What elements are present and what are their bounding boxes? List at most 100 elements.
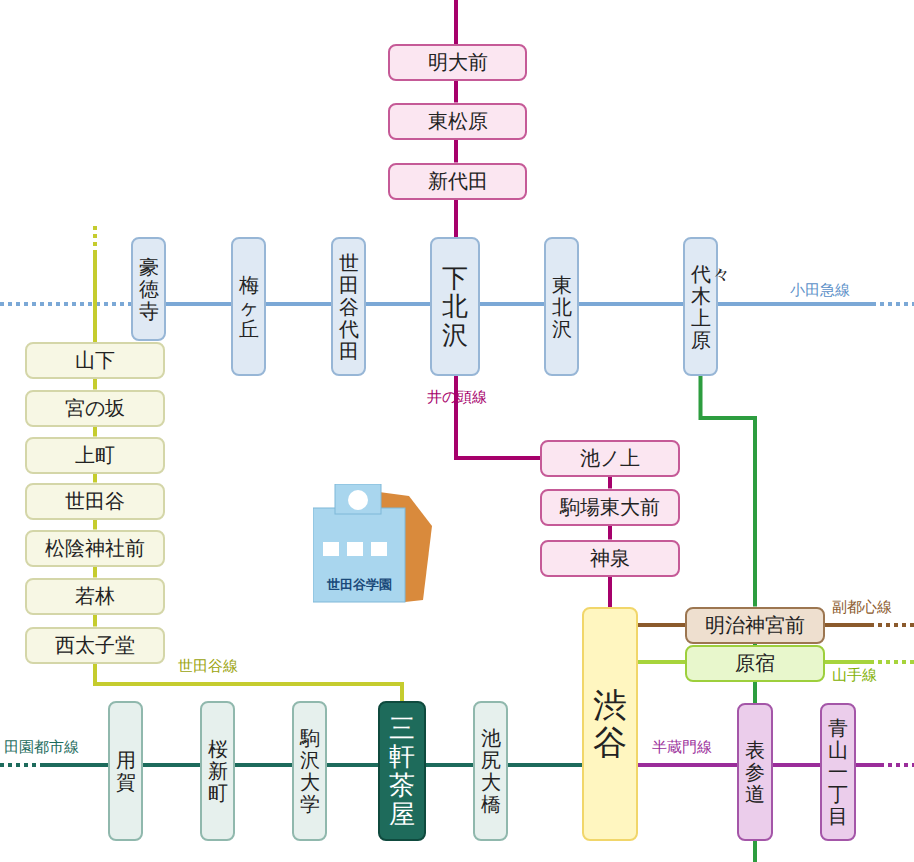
school-building: 世田谷学園 bbox=[313, 484, 433, 604]
station-name: 池ノ上 bbox=[580, 445, 640, 472]
building-tower bbox=[335, 484, 381, 514]
station-name: 世田谷代田 bbox=[339, 252, 359, 362]
station-box: 宮の坂 bbox=[25, 390, 165, 427]
rail-line bbox=[93, 474, 97, 483]
odakyu-extension bbox=[872, 302, 914, 306]
station-box: 三軒茶屋 bbox=[378, 701, 426, 841]
rail-line bbox=[166, 302, 231, 306]
fukutoshin-extension bbox=[823, 623, 870, 627]
setagaya-extension bbox=[93, 226, 97, 250]
rail-line bbox=[638, 623, 685, 627]
station-name: 上町 bbox=[75, 442, 115, 469]
station-box: 表参道 bbox=[737, 703, 773, 841]
station-box: 西太子堂 bbox=[25, 627, 165, 664]
yamanote-extension bbox=[823, 660, 870, 664]
station-name: 松陰神社前 bbox=[45, 535, 145, 562]
rail-line bbox=[579, 302, 683, 306]
fukutoshin-extension bbox=[870, 623, 914, 627]
station-box: 駒沢大学 bbox=[292, 701, 327, 841]
station-box: 東北沢 bbox=[544, 237, 579, 376]
station-name: 三軒茶屋 bbox=[389, 714, 415, 828]
building-window bbox=[371, 542, 387, 556]
station-box: 明治神宮前 bbox=[685, 607, 825, 644]
rail-line bbox=[93, 615, 97, 627]
yamanote-extension bbox=[870, 660, 914, 664]
line-name: 世田谷線 bbox=[176, 657, 240, 675]
rail-line bbox=[608, 526, 612, 540]
building-window bbox=[347, 542, 363, 556]
rail-line bbox=[638, 763, 737, 767]
station-box: 新代田 bbox=[388, 163, 527, 200]
rail-line bbox=[266, 302, 331, 306]
station-box: 上町 bbox=[25, 437, 165, 474]
denentoshi-extension bbox=[0, 763, 40, 767]
station-box: 代々木上原 bbox=[683, 237, 718, 376]
station-box: 松陰神社前 bbox=[25, 530, 165, 567]
station-box: 神泉 bbox=[540, 540, 680, 577]
rail-line bbox=[480, 302, 544, 306]
line-name: 田園都市線 bbox=[2, 738, 81, 756]
rail-line bbox=[93, 427, 97, 437]
station-box: 豪徳寺 bbox=[131, 237, 166, 341]
station-name: 駒場東大前 bbox=[560, 494, 660, 521]
hanzomon-extension bbox=[880, 763, 914, 767]
rail-line bbox=[454, 140, 458, 163]
rail-line bbox=[95, 664, 402, 702]
station-name: 用賀 bbox=[116, 749, 136, 793]
rail-line bbox=[638, 660, 685, 664]
station-name: 駒沢大学 bbox=[300, 727, 320, 815]
station-name: 表参道 bbox=[745, 739, 765, 805]
rail-line bbox=[93, 567, 97, 578]
odakyu-extension bbox=[0, 302, 133, 306]
station-name: 山下 bbox=[75, 347, 115, 374]
station-box: 原宿 bbox=[685, 645, 825, 682]
line-name: 小田急線 bbox=[788, 281, 852, 299]
station-name: 東北沢 bbox=[552, 274, 572, 340]
station-name: 梅ヶ丘 bbox=[239, 274, 259, 340]
station-name: 豪徳寺 bbox=[139, 256, 159, 322]
station-name: 世田谷 bbox=[65, 488, 125, 515]
station-name: 代々木上原 bbox=[691, 263, 711, 351]
station-name: 新代田 bbox=[428, 168, 488, 195]
station-box: 世田谷 bbox=[25, 483, 165, 520]
rail-line bbox=[701, 376, 756, 607]
station-name: 宮の坂 bbox=[65, 395, 125, 422]
station-box: 世田谷代田 bbox=[331, 237, 366, 376]
building-window bbox=[323, 542, 339, 556]
rail-line bbox=[508, 763, 582, 767]
station-box: 渋谷 bbox=[582, 607, 638, 841]
inokashira-extension bbox=[454, 0, 458, 46]
rail-line bbox=[327, 763, 378, 767]
rail-line bbox=[773, 763, 820, 767]
station-box: 青山一丁目 bbox=[820, 703, 856, 841]
station-box: 山下 bbox=[25, 342, 165, 379]
station-name: 桜新町 bbox=[208, 738, 228, 804]
station-box: 下北沢 bbox=[430, 237, 480, 376]
rail-line bbox=[143, 763, 200, 767]
station-box: 池尻大橋 bbox=[473, 701, 508, 841]
line-name: 副都心線 bbox=[830, 598, 894, 616]
station-name: 青山一丁目 bbox=[828, 717, 848, 827]
line-name: 井の頭線 bbox=[427, 386, 442, 408]
rail-line bbox=[456, 376, 540, 458]
rail-line bbox=[235, 763, 292, 767]
hanzomon-extension bbox=[854, 763, 880, 767]
building-body bbox=[313, 508, 405, 602]
rail-line bbox=[454, 200, 458, 238]
station-box: 明大前 bbox=[388, 44, 527, 81]
station-name: 池尻大橋 bbox=[481, 727, 501, 815]
station-name: 原宿 bbox=[735, 650, 775, 677]
station-name: 西太子堂 bbox=[55, 632, 135, 659]
station-name: 渋谷 bbox=[593, 687, 627, 762]
chiyoda-extension bbox=[753, 839, 757, 862]
station-box: 用賀 bbox=[108, 701, 143, 841]
line-name: 山手線 bbox=[830, 666, 879, 684]
setagaya-extension bbox=[93, 250, 97, 344]
odakyu-extension bbox=[716, 302, 872, 306]
station-box: 桜新町 bbox=[200, 701, 235, 841]
station-name: 神泉 bbox=[590, 545, 630, 572]
station-name: 明治神宮前 bbox=[705, 612, 805, 639]
station-name: 下北沢 bbox=[442, 264, 468, 350]
rail-line bbox=[93, 379, 97, 390]
station-box: 若林 bbox=[25, 578, 165, 615]
